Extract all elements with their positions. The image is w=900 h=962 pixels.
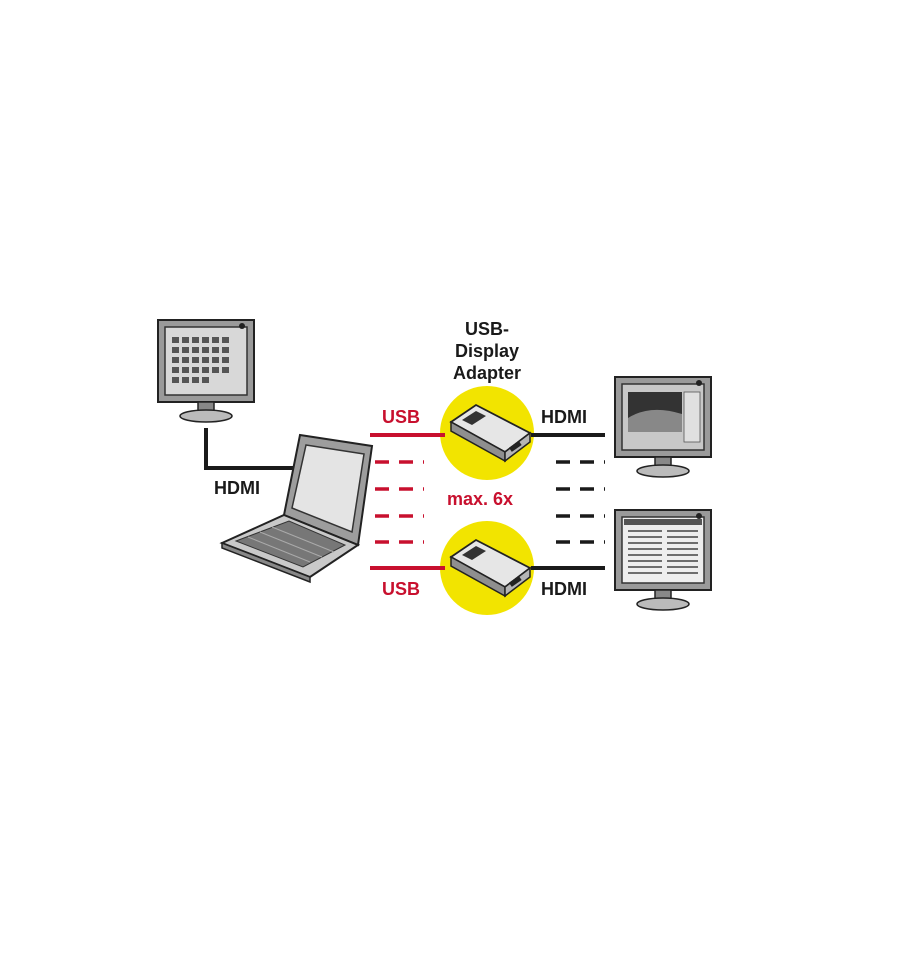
laptop-icon bbox=[219, 433, 374, 584]
monitor-icon bbox=[614, 509, 712, 611]
max-count-label: max. 6x bbox=[447, 489, 514, 509]
title-line-2: Display bbox=[454, 341, 520, 361]
usb-display-adapter-icon bbox=[449, 403, 532, 463]
usb-dashed-lines bbox=[375, 460, 424, 544]
hdmi-dashed-lines bbox=[556, 460, 605, 544]
title-line-3: Adapter bbox=[452, 363, 521, 383]
usb-label-bottom: USB bbox=[382, 579, 421, 599]
usb-display-adapter-icon bbox=[449, 538, 532, 598]
title-line-1: USB- bbox=[465, 319, 509, 339]
monitor-icon bbox=[614, 376, 712, 478]
hdmi-label-top: HDMI bbox=[541, 407, 587, 427]
monitor-icon bbox=[157, 319, 255, 423]
usb-label-top: USB bbox=[382, 407, 421, 427]
hdmi-label-bottom: HDMI bbox=[541, 579, 587, 599]
hdmi-label-left: HDMI bbox=[214, 478, 260, 498]
